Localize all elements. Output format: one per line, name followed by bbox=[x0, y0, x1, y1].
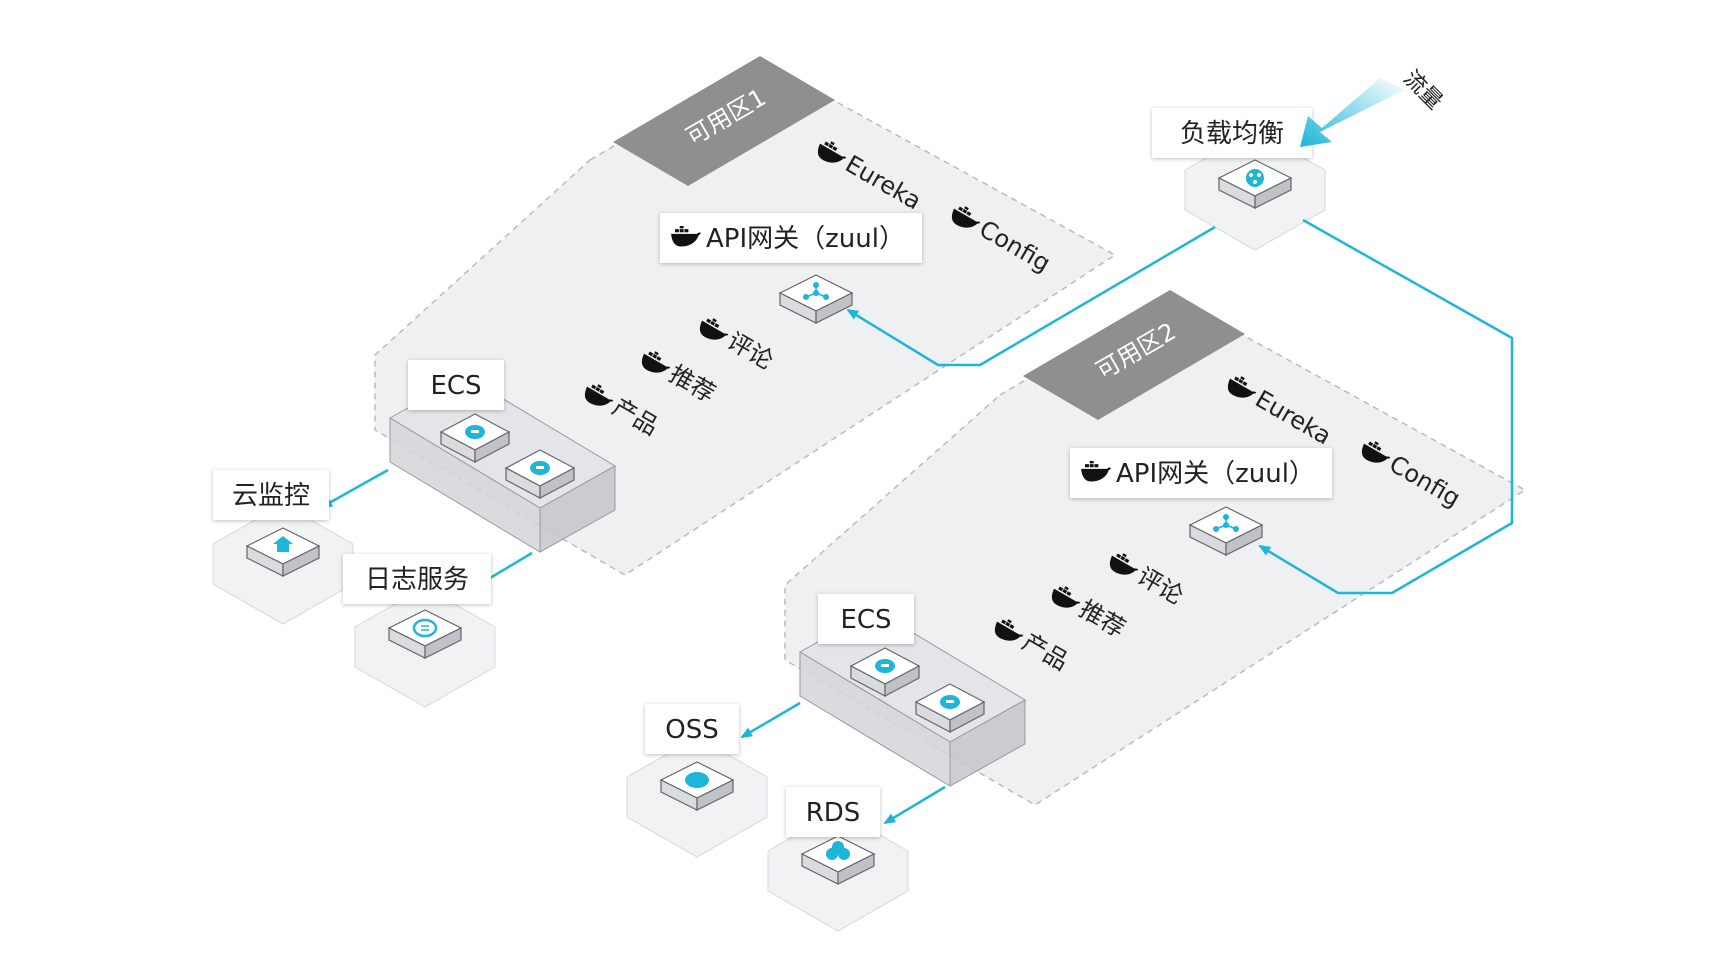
zone-2-ecs: ECS bbox=[799, 594, 1026, 787]
svg-text:API网关（zuul）: API网关（zuul） bbox=[1116, 459, 1315, 489]
availability-zone-1: 可用区1 Eureka Config 评论 推荐 产品 API网关（zuul） bbox=[374, 56, 1117, 576]
traffic-label: 流量 bbox=[1398, 66, 1447, 115]
container-icon bbox=[439, 413, 511, 463]
svg-text:API网关（zuul）: API网关（zuul） bbox=[706, 224, 905, 254]
ecs-2-label-box bbox=[818, 594, 914, 644]
svg-text:ECS: ECS bbox=[430, 371, 481, 401]
load-balancer: 负载均衡 bbox=[1152, 108, 1326, 251]
svg-text:云监控: 云监控 bbox=[232, 481, 310, 511]
container-icon bbox=[914, 683, 986, 733]
lb-to-gateway-2-line bbox=[1258, 218, 1514, 595]
monitor-icon bbox=[245, 527, 321, 577]
zone-1-tab bbox=[613, 56, 835, 186]
ecs-1-label-box bbox=[408, 360, 504, 410]
lb-to-gateway-1-line bbox=[846, 225, 1216, 367]
load-balancer-label-box bbox=[1152, 108, 1312, 158]
availability-zone-2: 可用区2 Eureka Config 评论 推荐 产品 API网关（zuul） bbox=[784, 290, 1527, 806]
container-icon bbox=[504, 449, 576, 499]
zone-1-api-gateway: API网关（zuul） bbox=[660, 213, 922, 324]
log-service: 日志服务 bbox=[343, 554, 496, 708]
svg-text:RDS: RDS bbox=[806, 798, 861, 828]
share-nodes-icon bbox=[1217, 159, 1293, 209]
ecs-1-to-monitor-line bbox=[320, 468, 389, 509]
connectors bbox=[320, 218, 1514, 825]
log-icon bbox=[387, 609, 463, 659]
zone-2-api-gateway: API网关（zuul） bbox=[1070, 448, 1332, 556]
svg-text:OSS: OSS bbox=[665, 715, 718, 745]
rds-service: RDS bbox=[767, 787, 909, 932]
traffic-arrow bbox=[1300, 78, 1405, 147]
log-service-label-box bbox=[343, 554, 491, 604]
svg-text:日志服务: 日志服务 bbox=[365, 565, 469, 595]
ecs-2-to-rds-line bbox=[883, 785, 946, 825]
ecs-1-box-right bbox=[539, 465, 616, 553]
zone-2-tab bbox=[1023, 290, 1245, 420]
ecs-2-box-right bbox=[949, 699, 1026, 787]
zone-1-ecs: ECS bbox=[389, 360, 616, 553]
gateway-icon bbox=[1188, 506, 1264, 556]
database-icon bbox=[800, 835, 876, 885]
oss-service: OSS bbox=[626, 704, 768, 858]
container-icon bbox=[849, 647, 921, 697]
cloud-monitor-service: 云监控 bbox=[212, 470, 354, 625]
svg-text:ECS: ECS bbox=[840, 605, 891, 635]
zone-1-gateway-label-box bbox=[660, 213, 922, 263]
traffic-inflow: 流量 bbox=[1300, 66, 1447, 147]
svg-text:负载均衡: 负载均衡 bbox=[1180, 119, 1284, 149]
zone-2-gateway-label-box bbox=[1070, 448, 1332, 498]
oss-label-box bbox=[645, 704, 739, 754]
cloud-monitor-label-box bbox=[213, 470, 329, 520]
ecs-2-to-oss-line bbox=[740, 701, 801, 739]
gateway-icon bbox=[778, 274, 854, 324]
rds-label-box bbox=[786, 787, 880, 837]
oss-icon bbox=[659, 761, 735, 811]
